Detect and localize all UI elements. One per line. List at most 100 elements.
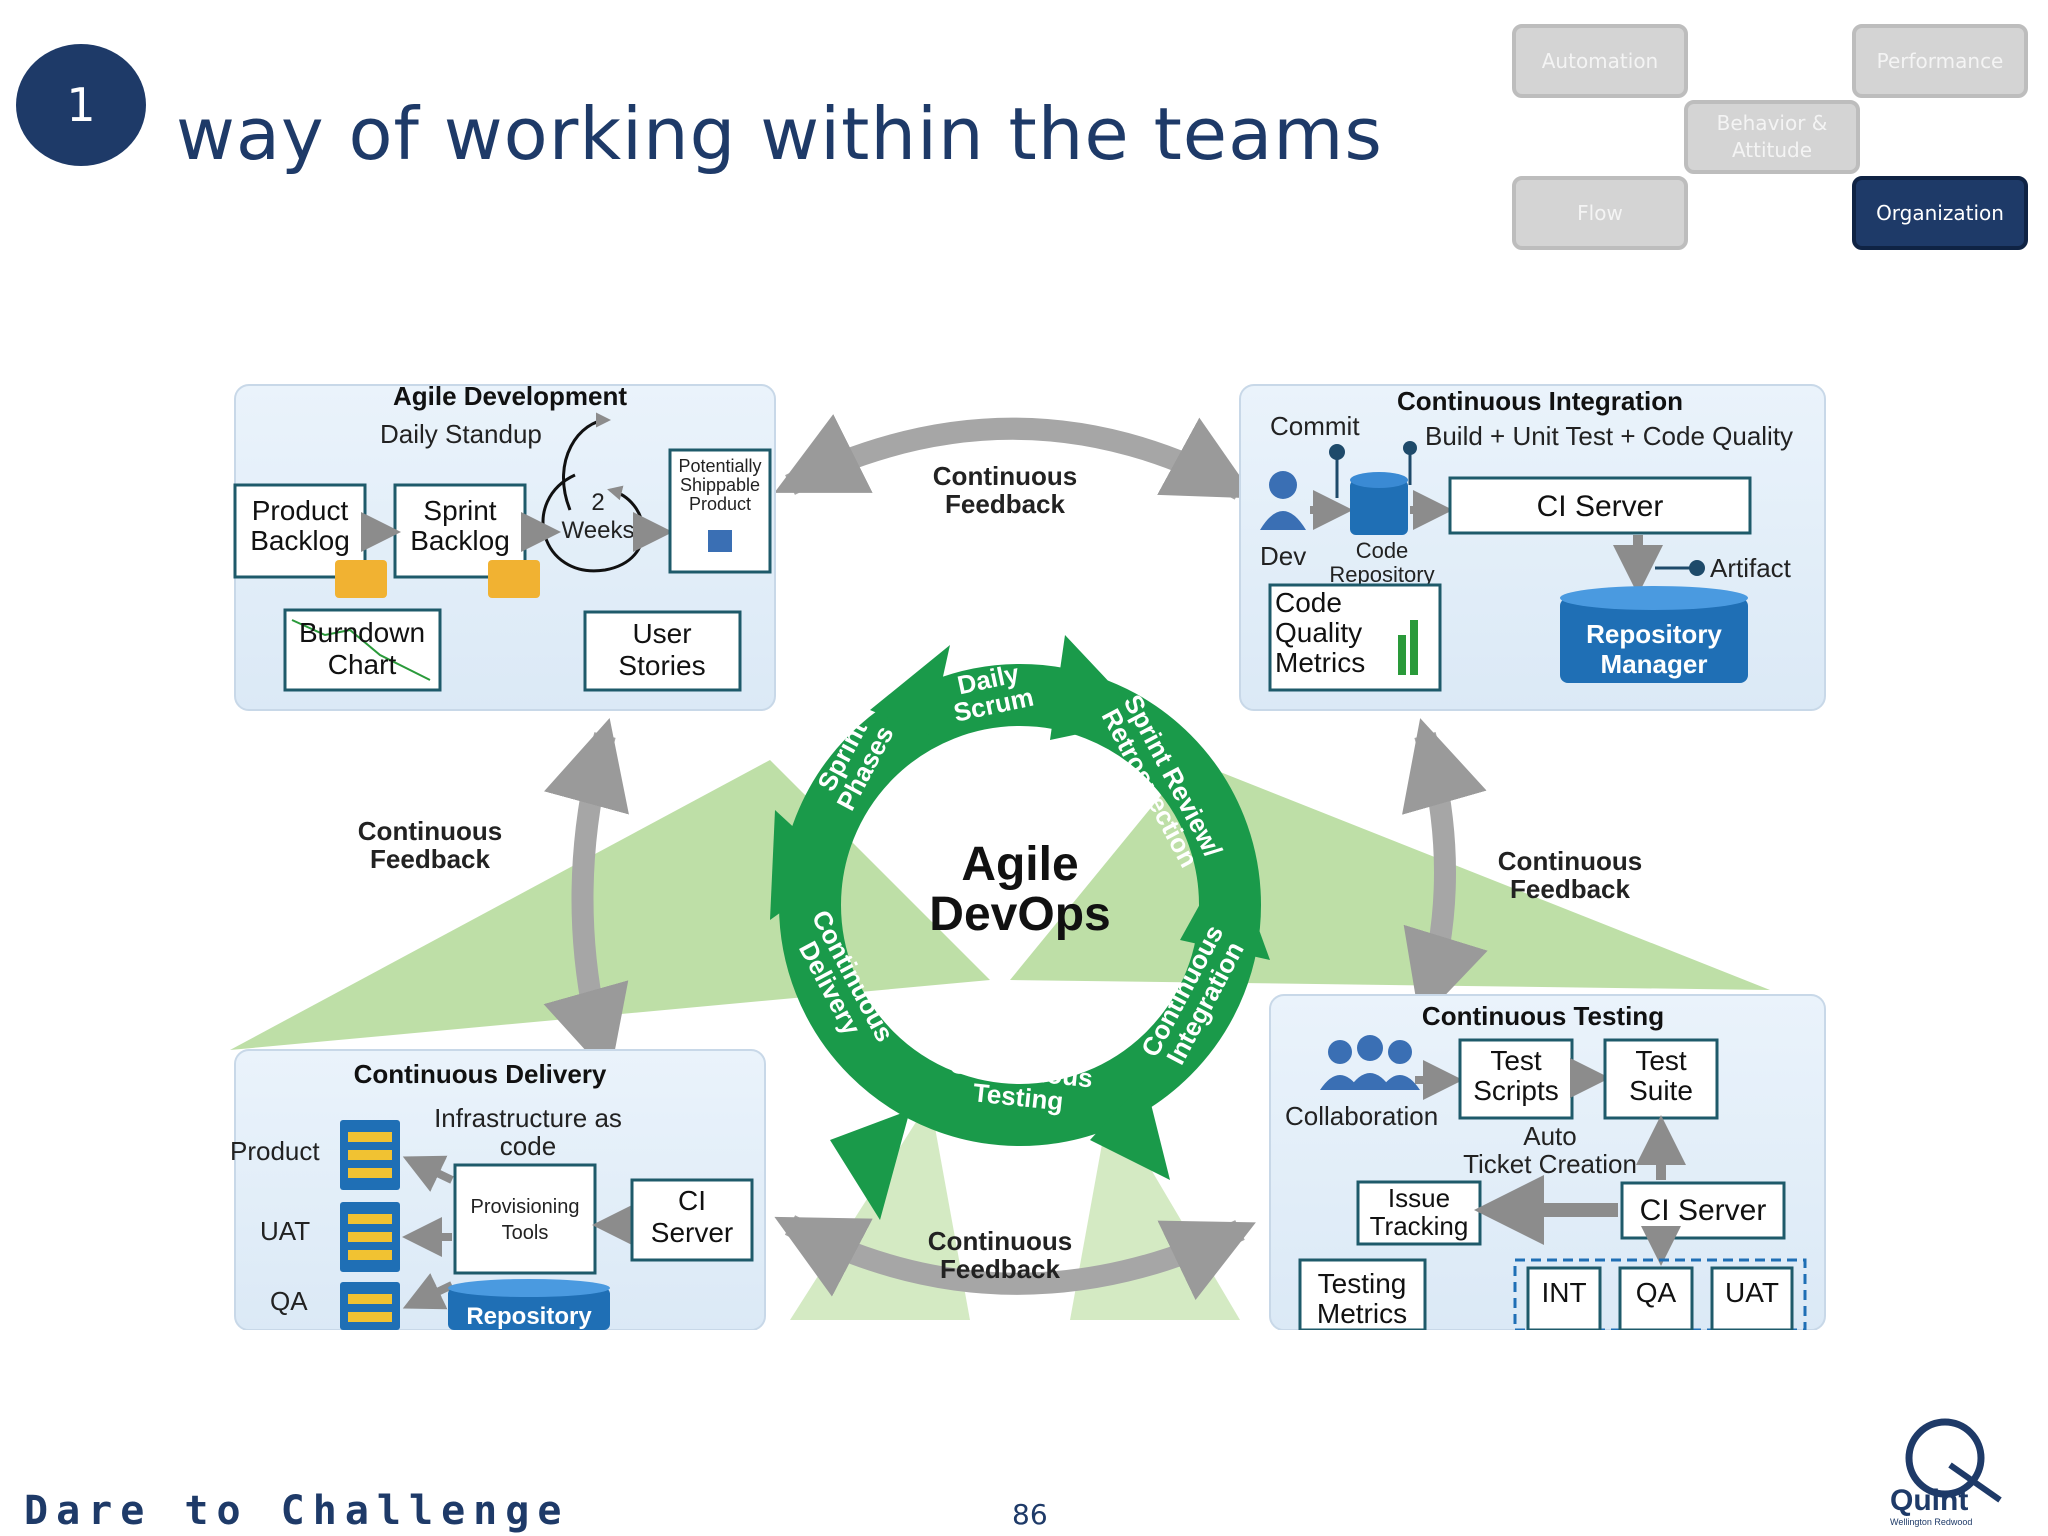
build-label: Build + Unit Test + Code Quality [1425, 421, 1793, 451]
ci-server-label: CI Server [1537, 490, 1664, 523]
testing-ci-server-label: CI Server [1640, 1194, 1767, 1227]
nav-behavior-attitude[interactable]: Behavior & Attitude [1684, 100, 1860, 174]
env-int-label: INT [1541, 1277, 1586, 1308]
sticky-note-icon [488, 560, 540, 598]
logo-wordmark: Quint [1890, 1484, 1968, 1517]
slide-number: 1 [66, 78, 96, 132]
user-stories-box [583, 610, 742, 692]
logo-ring [1905, 1418, 1985, 1498]
metrics-bar-icon [1398, 635, 1406, 675]
feedback-arrow-right [1402, 718, 1488, 1022]
provision-arrow-product [402, 1155, 454, 1192]
provisioning-tools-box [453, 1163, 597, 1275]
footer-tagline: Dare to Challenge [24, 1488, 570, 1534]
nav-flow[interactable]: Flow [1512, 176, 1688, 250]
green-wedge-right [1010, 760, 1770, 990]
server-stack-qa [340, 1282, 400, 1330]
metrics-bar-icon [1410, 620, 1418, 675]
delivery-repository-label: Repository [466, 1303, 592, 1330]
nav-organization[interactable]: Organization [1852, 176, 2028, 250]
server-stack-product [340, 1120, 400, 1190]
standup-loop-arrow [562, 412, 611, 511]
feedback-arrow-bottom [774, 1215, 1256, 1301]
delivery-repository-box [448, 1288, 610, 1330]
commit-label: Commit [1270, 411, 1360, 441]
center-label-devops: DevOps [929, 888, 1110, 941]
cycle-arrowhead [1050, 635, 1145, 740]
feedback-arrow-left [543, 718, 629, 1077]
panel-title-continuous-integration: Continuous Integration [1397, 386, 1683, 416]
delivery-ci-server-box [630, 1178, 754, 1262]
issue-tracking-box [1356, 1180, 1482, 1246]
panel-title-continuous-delivery: Continuous Delivery [354, 1059, 607, 1089]
daily-standup-label: Daily Standup [380, 419, 542, 449]
nav-automation[interactable]: Automation [1512, 24, 1688, 98]
feedback-arrow-top [774, 414, 1256, 500]
provision-arrow-qa [402, 1273, 454, 1310]
panel-title-agile-development: Agile Development [393, 381, 627, 411]
env-qa-box [1618, 1266, 1694, 1330]
commit-dot [1329, 444, 1345, 460]
page-title: way of working within the teams [176, 92, 1383, 176]
cycle-arrowhead [770, 810, 840, 920]
ci-server-box [1448, 476, 1752, 535]
env-qa-label: QA [1636, 1277, 1677, 1308]
slide-number-badge: 1 [16, 44, 146, 166]
dev-icon-body [1260, 511, 1306, 530]
dev-label: Dev [1260, 541, 1306, 571]
env-label-product: Product [230, 1136, 320, 1166]
panel-title-continuous-testing: Continuous Testing [1422, 1001, 1664, 1031]
collaboration-icon [1320, 1035, 1420, 1090]
env-label-uat: UAT [260, 1216, 310, 1246]
burndown-line [291, 619, 431, 681]
agile-devops-cycle: Agile DevOps DailyScrum Sprint Review/Re… [770, 635, 1270, 1220]
repository-manager-box [1560, 598, 1748, 683]
center-label-agile: Agile [961, 838, 1078, 891]
env-int-box [1526, 1266, 1602, 1330]
test-scripts-box [1458, 1038, 1574, 1120]
testing-metrics-box [1298, 1258, 1427, 1330]
collaboration-label: Collaboration [1285, 1101, 1438, 1131]
environments-group [1513, 1258, 1807, 1330]
nav-performance[interactable]: Performance [1852, 24, 2028, 98]
dev-icon [1269, 471, 1297, 499]
logo-tail [1948, 1462, 2002, 1503]
burndown-chart-box [283, 608, 442, 692]
cycle-arrowhead [870, 645, 950, 735]
repository-manager-top [1560, 586, 1748, 610]
env-uat-label: UAT [1725, 1277, 1779, 1308]
continuous-integration-panel: Continuous Integration Commit Build + Un… [1239, 384, 1826, 711]
cycle-arrowhead [1180, 850, 1270, 960]
server-stack-uat [340, 1202, 400, 1272]
env-uat-box [1710, 1266, 1794, 1330]
cycle-arrowhead [830, 1110, 910, 1220]
build-dot [1403, 441, 1417, 455]
page-number: 86 [1012, 1498, 1048, 1531]
cycle-arrowhead [1090, 1080, 1170, 1180]
sticky-note-icon [335, 560, 387, 598]
quint-logo: Quint Wellington Redwood [1890, 1418, 2002, 1527]
product-icon [708, 530, 732, 552]
